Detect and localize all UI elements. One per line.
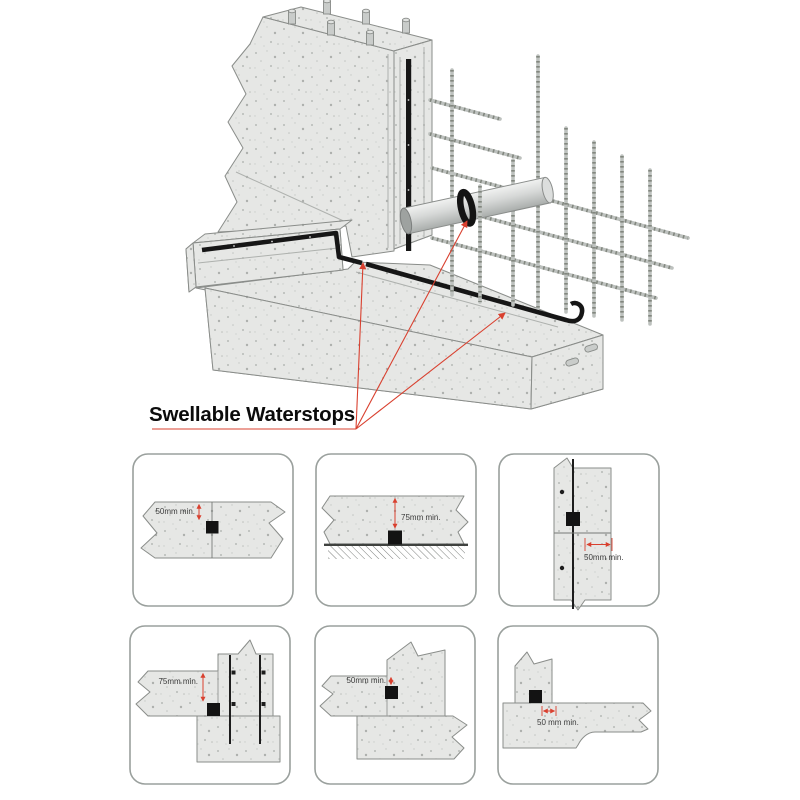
- rebar-dot: [261, 670, 266, 675]
- rebar-dot: [261, 702, 266, 706]
- detail-panel-slab-to-wall: 75mm min.: [129, 625, 291, 785]
- leader-to-pipe-collar: [355, 220, 468, 430]
- pipe-waterstop-collar: [456, 188, 477, 227]
- dimension-label: 50mm min.: [584, 553, 624, 562]
- ground-hatch: [328, 546, 465, 559]
- waterstop-section: [385, 686, 398, 699]
- wall-section: [386, 641, 446, 717]
- waterstop-section: [566, 512, 580, 526]
- rebar-dot: [559, 489, 565, 495]
- pipe-penetration: [399, 176, 554, 235]
- pipe-cap-end: [541, 176, 554, 204]
- wall-joint-waterstop: [406, 59, 412, 251]
- waterstop-section: [206, 521, 219, 534]
- lower-slab-section: [356, 715, 468, 760]
- detail-panel-wall-joint: 50mm min.: [498, 453, 660, 611]
- strip-footing: [195, 261, 604, 410]
- footing-section: [196, 715, 281, 763]
- waterstop-section: [388, 530, 402, 545]
- dimension-label: 75mm min.: [158, 677, 198, 686]
- rebar-dot: [231, 702, 236, 706]
- detail-panel-corner-joint: 50mm min.: [314, 625, 476, 785]
- detail-panel-slab-on-ground: 75mm min.: [315, 453, 477, 607]
- leader-to-footing-waterstop: [355, 312, 506, 430]
- detail-panel-slab-joint: 50mm min.: [132, 453, 294, 607]
- kicker-waterstop: [201, 230, 363, 266]
- wall-section: [553, 457, 612, 611]
- footing-dowel: [584, 343, 598, 353]
- rebar-dot: [231, 670, 236, 675]
- footing-joint-groove: [355, 271, 559, 328]
- footing-waterstop-with-hook: [365, 261, 585, 324]
- pipe-open-end: [399, 207, 413, 235]
- rebar-dot: [559, 565, 565, 571]
- kicker-wing: [185, 219, 363, 293]
- dimension-label: 75mm min.: [401, 513, 441, 522]
- waterstop-section: [207, 703, 220, 716]
- leader-to-kicker: [355, 262, 367, 430]
- wall-dowels: [288, 0, 410, 46]
- dimension-label: 50mm min.: [155, 507, 195, 516]
- wall-front-face: [217, 16, 395, 258]
- detail-panel-wall-kicker: 50 mm min.: [497, 625, 659, 785]
- dimension-label: 50mm min.: [346, 676, 386, 685]
- slab-section: [502, 702, 652, 749]
- leader-lines: [152, 220, 506, 430]
- dimension-label: 50 mm min.: [537, 718, 579, 727]
- footing-dowel: [565, 357, 579, 367]
- concrete-wall: [217, 0, 433, 258]
- caption: Swellable Waterstops: [149, 403, 355, 426]
- wing-tear-line: [235, 171, 349, 224]
- main-illustration: Swellable Waterstops: [149, 0, 690, 430]
- waterstop-section: [529, 690, 542, 703]
